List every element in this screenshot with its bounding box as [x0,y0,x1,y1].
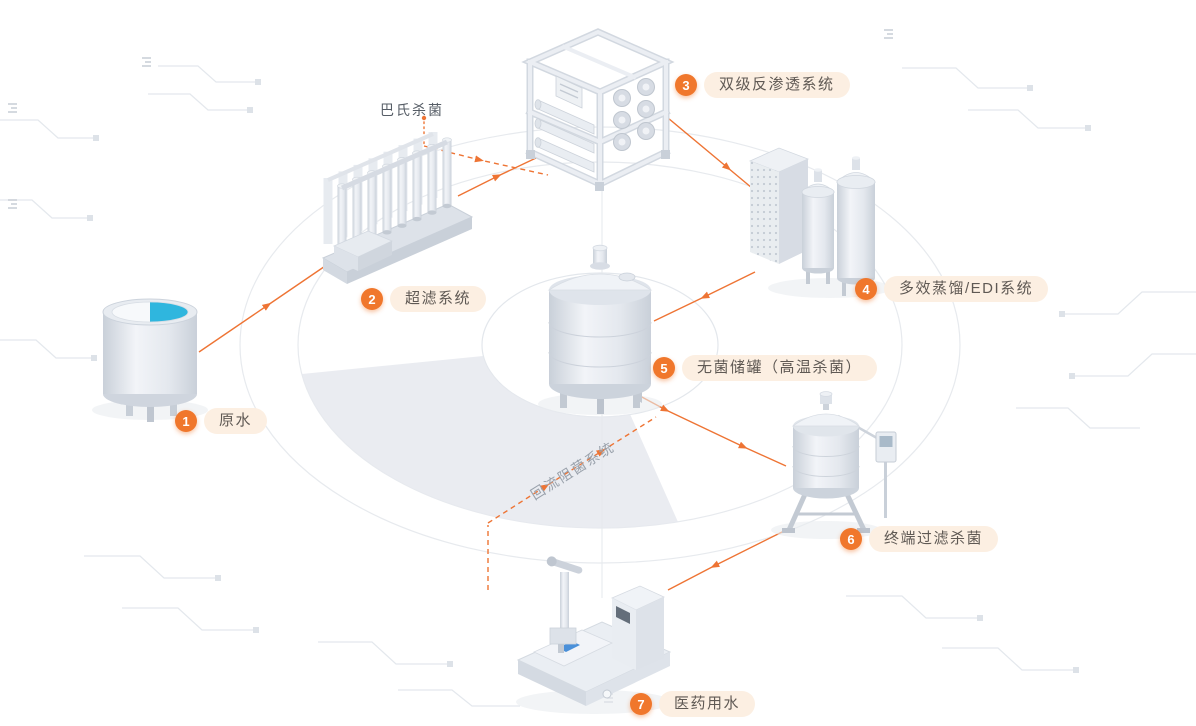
equipment-distillation-edi [748,147,876,296]
circuit-traces [0,65,1196,707]
step-badge-4: 4 [855,278,877,300]
annotation-pasteurization: 巴氏杀菌 [380,102,444,118]
connector-4-5 [653,271,756,322]
equipment-reverse-osmosis [521,28,675,191]
step-badge-5: 5 [653,357,675,379]
connector-3-4 [667,117,753,189]
node-sterile-tank: 5 无菌储罐（高温杀菌） [653,355,878,381]
node-pharma-water: 7 医药用水 [630,691,756,717]
equipment-pharma-water-unit [516,556,672,706]
step-label-pharma-water: 医药用水 [659,691,756,717]
step-badge-7: 7 [630,693,652,715]
step-label-ultrafiltration: 超滤系统 [390,286,487,312]
step-label-distillation-edi: 多效蒸馏/EDI系统 [884,276,1049,302]
pasteurization-dot [421,115,427,121]
node-raw-water: 1 原水 [175,408,268,434]
equipment-raw-water-tank [102,298,198,422]
circuit-node-squares [87,79,1091,673]
equipment-sterile-tank [547,244,653,414]
connector-2-3 [457,157,537,197]
step-label-reverse-osmosis: 双级反渗透系统 [704,72,850,98]
node-reverse-osmosis: 3 双级反渗透系统 [675,72,850,98]
step-label-terminal-filter: 终端过滤杀菌 [869,526,999,552]
step-label-raw-water: 原水 [204,408,268,434]
node-terminal-filter: 6 终端过滤杀菌 [840,526,999,552]
node-distillation-edi: 4 多效蒸馏/EDI系统 [855,276,1049,302]
equipment-ultrafiltration [321,132,474,284]
step-label-sterile-tank: 无菌储罐（高温杀菌） [682,355,878,381]
step-badge-6: 6 [840,528,862,550]
node-ultrafiltration: 2 超滤系统 [361,286,487,312]
step-badge-1: 1 [175,410,197,432]
equipment-terminal-filter [782,391,897,533]
step-badge-3: 3 [675,74,697,96]
connector-return-dashed [487,416,657,524]
connector-1-2 [198,259,335,353]
flow-connectors [198,115,793,591]
step-badge-2: 2 [361,288,383,310]
connector-6-7 [667,526,793,591]
